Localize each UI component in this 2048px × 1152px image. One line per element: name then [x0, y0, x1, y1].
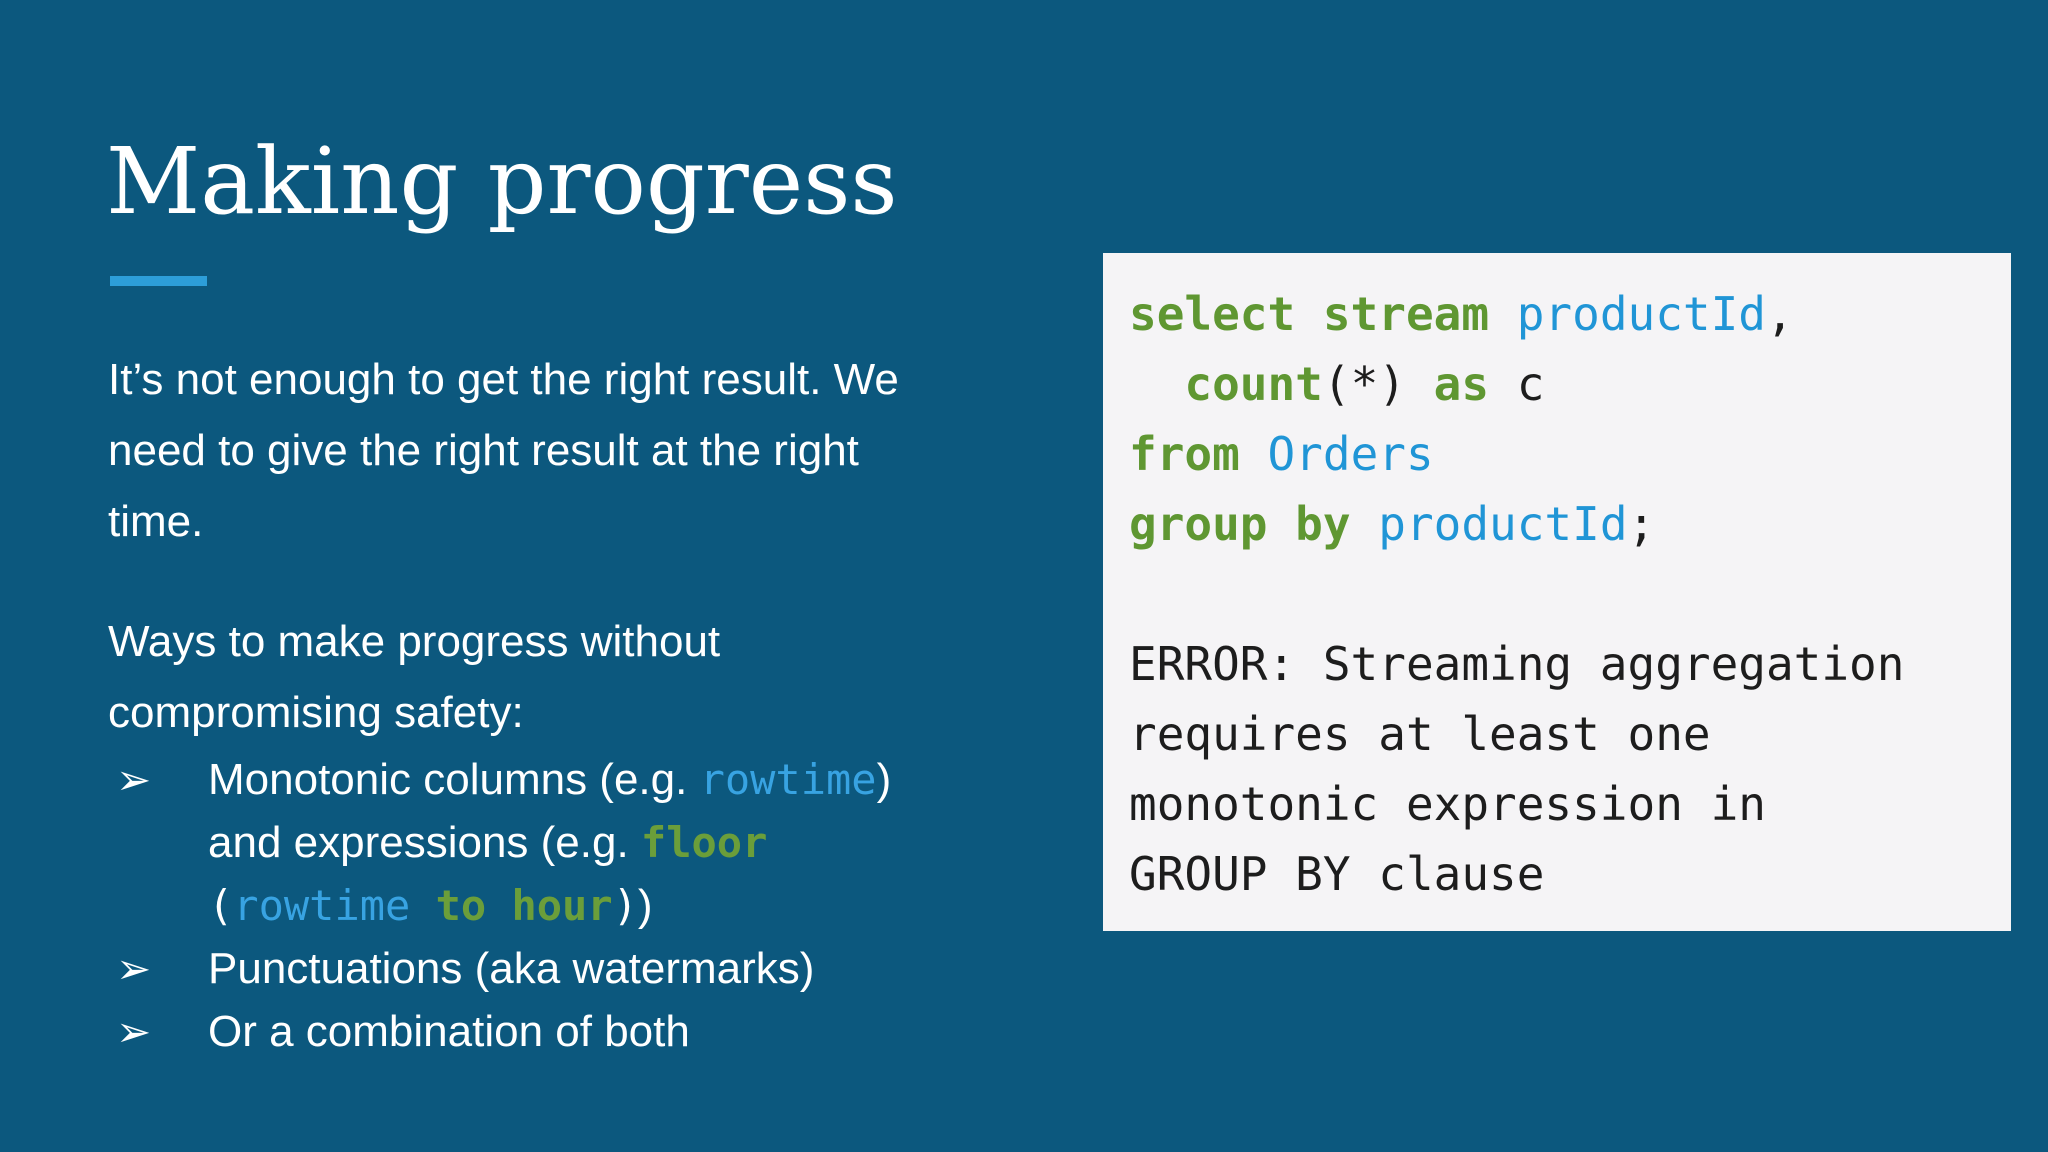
- title-accent-bar: [110, 276, 207, 286]
- text-token: Punctuations (aka watermarks): [208, 944, 815, 993]
- code-error-line: monotonic expression in: [1129, 769, 2011, 839]
- code-error-line: GROUP BY clause: [1129, 839, 2011, 909]
- bullet-text: Punctuations (aka watermarks): [208, 937, 891, 1000]
- arrow-bullet-icon: ➢: [116, 1008, 152, 1055]
- text-token: [410, 881, 435, 930]
- bullet-item: ➢ Or a combination of both: [108, 1000, 891, 1063]
- text-token: from: [1129, 427, 1240, 481]
- text-token: as: [1433, 357, 1490, 411]
- intro-paragraph: It’s not enough to get the right result.…: [108, 344, 899, 557]
- safety-line: compromising safety:: [108, 688, 524, 737]
- text-token: ): [637, 881, 653, 930]
- intro-line: It’s not enough to get the right result.…: [108, 355, 899, 404]
- text-token: (*): [1322, 357, 1434, 411]
- bullet-item: ➢ Monotonic columns (e.g. rowtime) and e…: [108, 748, 891, 937]
- text-token: productId: [1516, 287, 1766, 341]
- text-token: count: [1184, 357, 1323, 411]
- code-line: group by productId;: [1129, 489, 2011, 559]
- text-token: monotonic expression in: [1129, 777, 1766, 831]
- arrow-bullet-icon: ➢: [116, 945, 152, 992]
- safety-line: Ways to make progress without: [108, 617, 721, 666]
- bullet-line: Monotonic columns (e.g. rowtime): [208, 748, 891, 811]
- text-token: Orders: [1267, 427, 1434, 481]
- text-token: Or a combination of both: [208, 1007, 690, 1056]
- bullet-line: Or a combination of both: [208, 1000, 891, 1063]
- text-token: ): [612, 881, 638, 930]
- text-token: to hour: [435, 881, 613, 930]
- bullet-line: and expressions (e.g. floor: [208, 811, 891, 874]
- bullet-line: (rowtime to hour)): [208, 874, 891, 937]
- safety-paragraph: Ways to make progress without compromisi…: [108, 606, 720, 748]
- code-panel: select stream productId, count(*) as c f…: [1103, 253, 2011, 931]
- text-token: (: [208, 881, 234, 930]
- text-token: ,: [1765, 287, 1794, 341]
- arrow-bullet-icon: ➢: [116, 756, 152, 803]
- text-token: ERROR: Streaming aggregation: [1129, 637, 1905, 691]
- text-token: Monotonic columns (e.g.: [208, 755, 700, 804]
- text-token: rowtime: [233, 881, 411, 930]
- text-token: ): [876, 755, 892, 804]
- intro-line: time.: [108, 497, 204, 546]
- text-token: floor: [640, 818, 768, 867]
- code-line: select stream productId,: [1129, 279, 2011, 349]
- code-error-line: requires at least one: [1129, 699, 2011, 769]
- code-error-line: ERROR: Streaming aggregation: [1129, 629, 2011, 699]
- bullet-text: Or a combination of both: [208, 1000, 891, 1063]
- bullet-item: ➢ Punctuations (aka watermarks): [108, 937, 891, 1000]
- code-line: [1129, 559, 2011, 629]
- bullet-list: ➢ Monotonic columns (e.g. rowtime) and e…: [108, 748, 891, 1063]
- text-token: and expressions (e.g.: [208, 818, 641, 867]
- text-token: productId: [1378, 497, 1628, 551]
- bullet-text: Monotonic columns (e.g. rowtime) and exp…: [208, 748, 891, 937]
- code-line: from Orders: [1129, 419, 2011, 489]
- text-token: ;: [1627, 497, 1656, 551]
- intro-line: need to give the right result at the rig…: [108, 426, 859, 475]
- text-token: c: [1489, 357, 1545, 411]
- code-line: count(*) as c: [1129, 349, 2011, 419]
- text-token: [1129, 357, 1184, 411]
- slide-title: Making progress: [106, 128, 898, 235]
- bullet-line: Punctuations (aka watermarks): [208, 937, 891, 1000]
- text-token: [1240, 427, 1268, 481]
- text-token: GROUP BY clause: [1129, 847, 1545, 901]
- text-token: [1351, 497, 1379, 551]
- text-token: rowtime: [699, 755, 877, 804]
- text-token: requires at least one: [1129, 707, 1711, 761]
- text-token: select stream: [1129, 287, 1517, 341]
- text-token: group by: [1129, 497, 1351, 551]
